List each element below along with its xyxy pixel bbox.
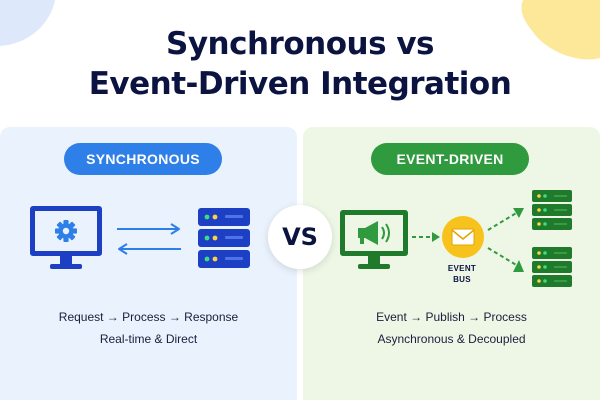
envelope-icon <box>442 216 484 258</box>
event-driven-trait-caption: Asynchronous & Decoupled <box>377 332 526 346</box>
event-driven-flow-caption: Event → Publish → Process <box>376 310 527 324</box>
monitor-gear-icon <box>30 206 102 269</box>
server-icon <box>532 247 572 287</box>
vs-badge: VS <box>268 205 332 269</box>
event-driven-badge: EVENT-DRIVEN <box>371 143 529 175</box>
publish-arrow <box>412 232 440 242</box>
title-line-2: Event-Driven Integration <box>88 66 512 102</box>
corner-blob-top-left <box>0 0 55 46</box>
page-title: Synchronous vs Event-Driven Integration <box>0 24 600 104</box>
corner-blob-top-right <box>521 0 600 60</box>
event-bus-label-line-2: BUS <box>453 275 471 284</box>
synchronous-flow-caption: Request → Process → Response <box>58 310 239 324</box>
request-response-arrows <box>117 223 181 255</box>
server-icon <box>198 208 250 268</box>
server-icon <box>532 190 572 230</box>
fan-out-arrows <box>487 208 524 272</box>
event-bus-label-line-1: EVENT <box>447 264 477 273</box>
monitor-megaphone-icon <box>340 210 408 269</box>
synchronous-badge: SYNCHRONOUS <box>64 143 222 175</box>
title-line-1: Synchronous vs <box>166 26 434 62</box>
synchronous-trait-caption: Real-time & Direct <box>99 332 198 346</box>
event-bus-label: EVENT BUS <box>432 263 492 285</box>
